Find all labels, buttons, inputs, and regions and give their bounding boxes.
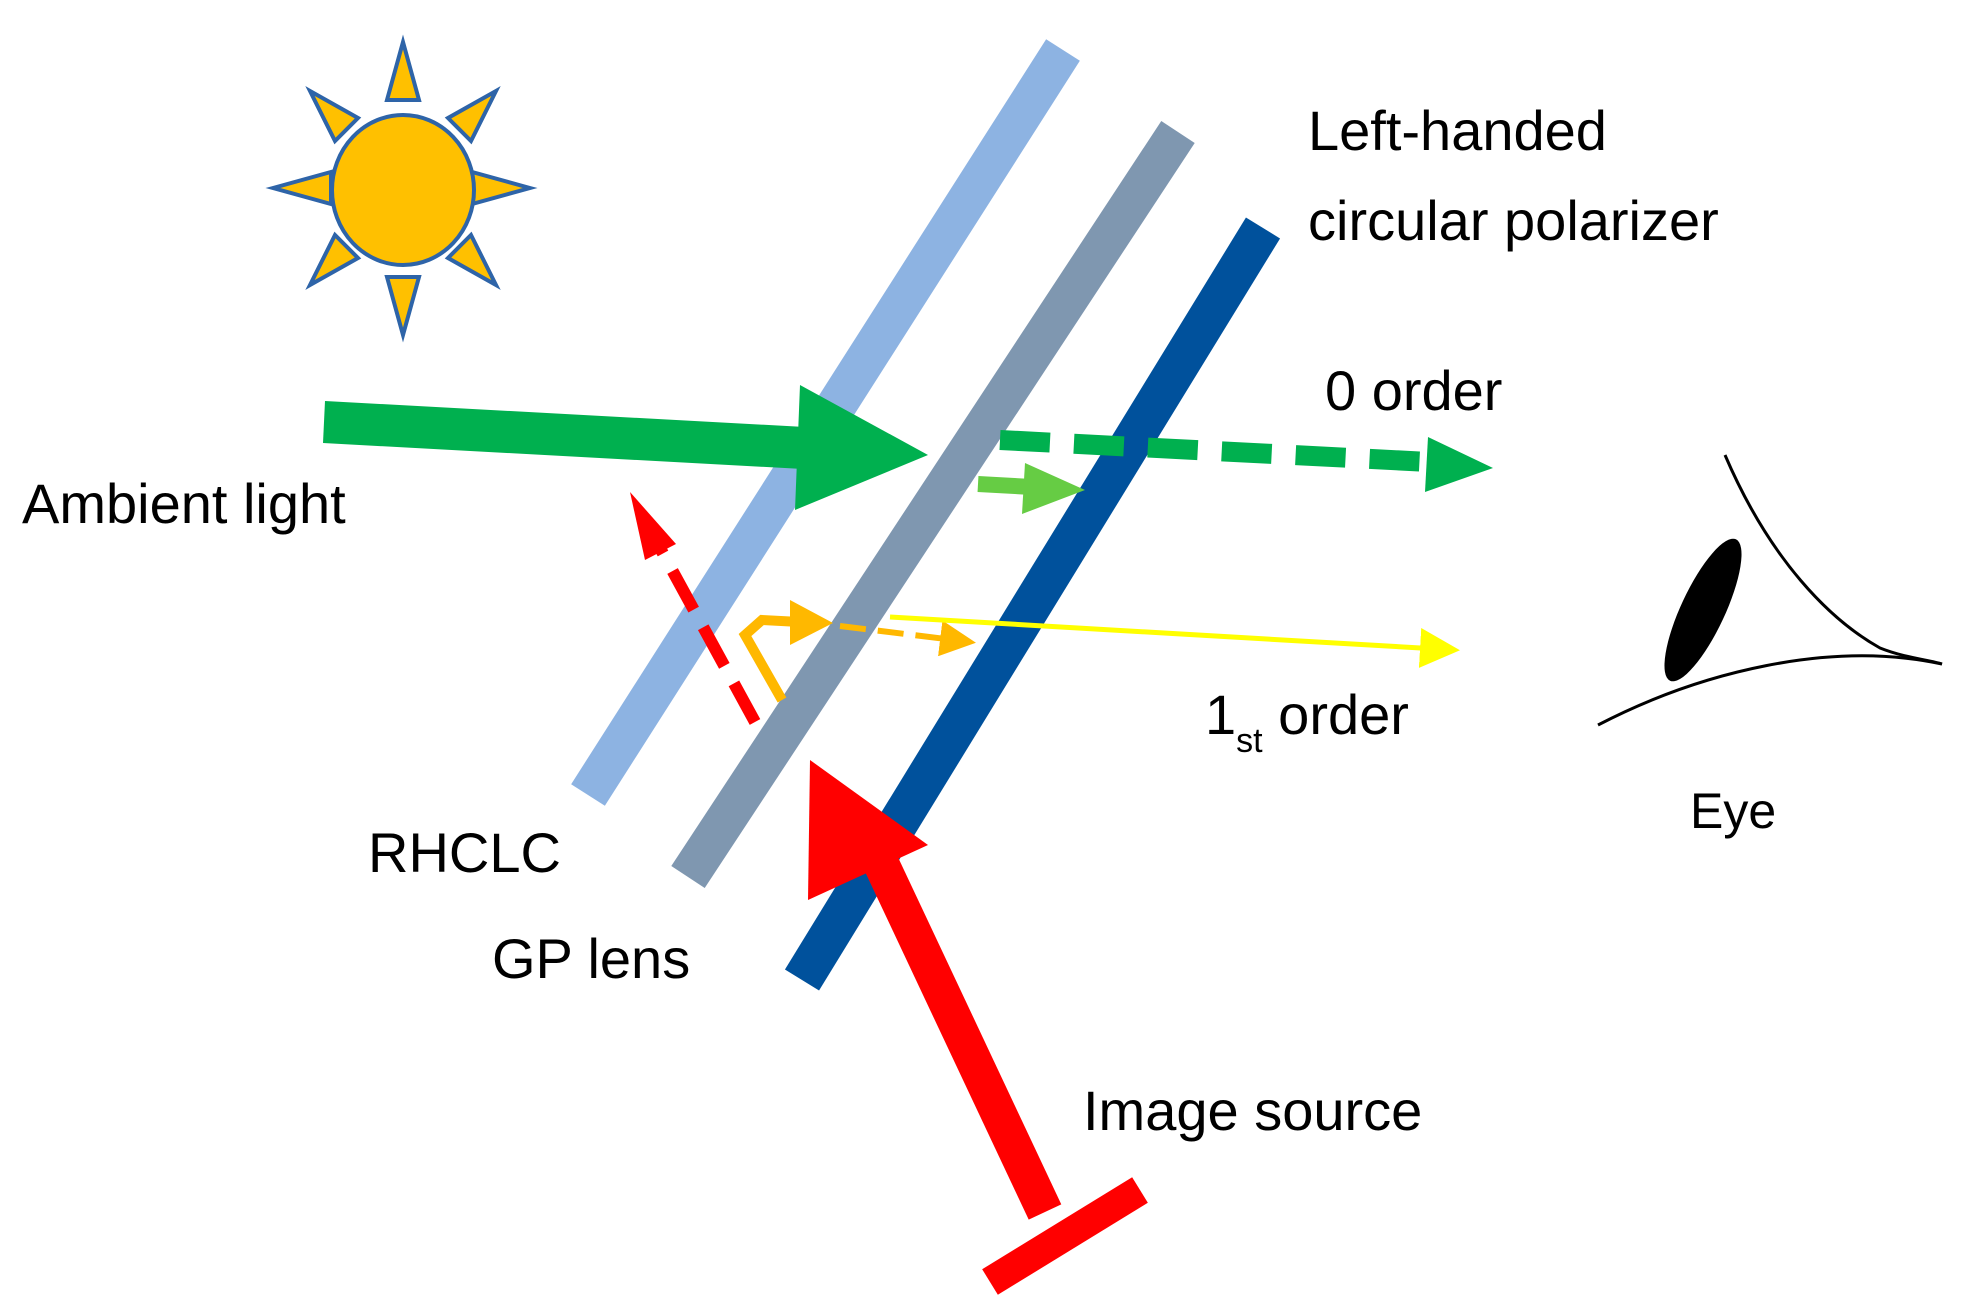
first-order-label: 1st order [1205, 683, 1409, 760]
gp-lens-layer [671, 121, 1195, 888]
zero-order-label: 0 order [1325, 359, 1502, 422]
polarizer-label-line2: circular polarizer [1308, 189, 1719, 252]
reflected-red-arrow [630, 492, 761, 725]
rhclc-label: RHCLC [368, 821, 561, 884]
gp-lens-label: GP lens [492, 927, 690, 990]
image-source-label: Image source [1083, 1079, 1422, 1142]
polarizer-label-line1: Left-handed [1308, 99, 1607, 162]
transmitted-green-arrow [977, 463, 1085, 514]
first-order-arrow [889, 614, 1460, 668]
eye-icon [1597, 454, 1943, 727]
eye-label: Eye [1690, 783, 1776, 839]
first-order-number: 1 [1205, 683, 1236, 746]
first-order-text: order [1263, 683, 1409, 746]
sun-icon [265, 34, 538, 343]
ambient-light-arrow [323, 385, 928, 510]
orange-ray [738, 600, 976, 703]
first-order-subscript: st [1236, 722, 1263, 760]
ambient-light-label: Ambient light [22, 472, 346, 535]
zero-order-arrow [999, 430, 1493, 492]
image-source-arrow [808, 760, 1148, 1295]
